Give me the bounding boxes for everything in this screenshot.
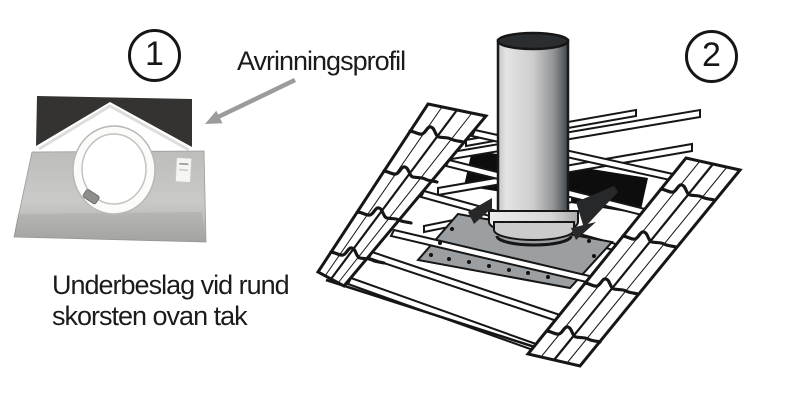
base-plate-lower-fold: [14, 212, 206, 242]
pipe-collar-shadow: [495, 235, 573, 247]
chimney-pipe: [488, 31, 579, 247]
bracket-right-shadow: [571, 222, 596, 240]
flashing-profile-chevron: [36, 96, 192, 147]
plate-rivets: [429, 227, 596, 279]
underbeslag-product-photo: [13, 96, 207, 243]
clamp-screw: [82, 189, 100, 205]
pipe-body: [496, 38, 570, 223]
avrinningsprofil-label: Avrinningsprofil: [237, 46, 406, 76]
roof-tiles-left: [315, 102, 489, 288]
step-1-badge: 1: [128, 29, 181, 82]
product-label-sticker: [175, 157, 192, 183]
bracket-left: [468, 198, 492, 224]
step-2-number: 2: [702, 36, 721, 74]
step-1-number: 1: [145, 35, 164, 73]
flashing-edge-highlight: [38, 104, 190, 152]
chimney-roof-illustration: [315, 31, 743, 368]
roof-tiles-right: [525, 156, 743, 368]
bracket-right: [576, 186, 618, 228]
caption-line-1: Underbeslag vid rund: [52, 270, 290, 300]
tile-joints: [545, 183, 716, 344]
tile-joints: [329, 125, 465, 265]
caption-line-2: skorsten ovan tak: [52, 301, 248, 331]
pipe-collar-lower: [493, 221, 575, 241]
pointer-arrow-icon: [205, 77, 296, 124]
pipe-top-cap: [496, 31, 570, 51]
step-2-badge: 2: [685, 30, 738, 83]
clamp-ring-inner-hole: [81, 133, 147, 205]
underbeslag-caption: Underbeslag vid rund skorsten ovan tak: [52, 270, 290, 332]
support-brackets: [468, 186, 618, 240]
